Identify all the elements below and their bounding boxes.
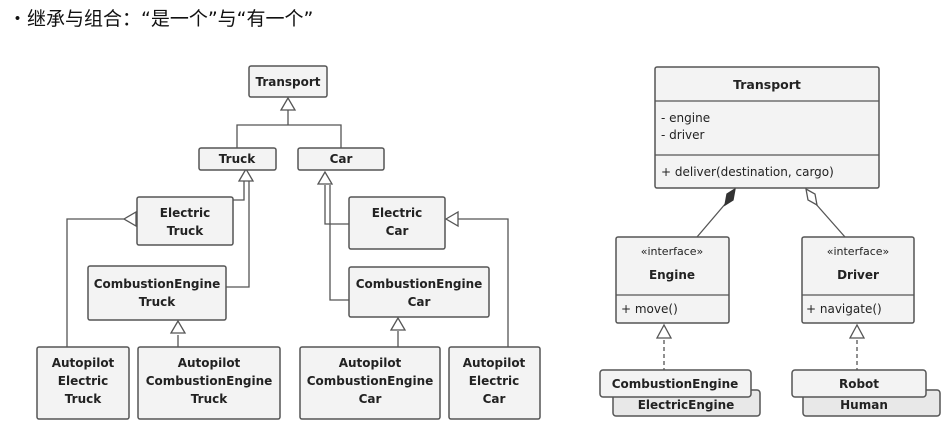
svg-text:Truck: Truck (191, 392, 228, 406)
interface-engine: «interface» Engine + move() (615, 236, 730, 324)
svg-text:+ move(): + move() (621, 302, 678, 316)
class-combustion-car: CombustionEngine Car (348, 266, 490, 318)
svg-text:CombustionEngine: CombustionEngine (356, 277, 483, 291)
svg-text:ElectricEngine: ElectricEngine (638, 398, 735, 412)
inheritance-diagram: Transport Truck Car Electric Truck Combu… (36, 65, 541, 420)
svg-text:- engine: - engine (661, 111, 710, 125)
svg-text:Truck: Truck (65, 392, 102, 406)
svg-text:Driver: Driver (837, 268, 879, 282)
class-combustion-truck: CombustionEngine Truck (87, 265, 227, 321)
generalization-arrowheads (122, 96, 459, 334)
class-autopilot-combustion-truck: Autopilot CombustionEngine Truck (137, 346, 281, 420)
svg-text:«interface»: «interface» (641, 245, 704, 258)
class-electric-truck: Electric Truck (136, 196, 234, 246)
class-autopilot-electric-car: Autopilot Electric Car (448, 346, 541, 420)
composition-diagram: Transport - engine - driver + deliver(de… (599, 66, 941, 417)
class-robot: Robot (791, 369, 927, 398)
svg-text:Human: Human (840, 398, 888, 412)
svg-text:Truck: Truck (167, 224, 204, 238)
svg-text:CombustionEngine: CombustionEngine (307, 374, 434, 388)
svg-text:Car: Car (483, 392, 506, 406)
svg-text:Electric: Electric (58, 374, 108, 388)
svg-text:Car: Car (359, 392, 382, 406)
svg-text:CombustionEngine: CombustionEngine (94, 277, 221, 291)
svg-text:Autopilot: Autopilot (339, 356, 402, 370)
interface-driver: «interface» Driver + navigate() (801, 236, 915, 324)
svg-text:Electric: Electric (469, 374, 519, 388)
svg-text:CombustionEngine: CombustionEngine (146, 374, 273, 388)
svg-text:CombustionEngine: CombustionEngine (612, 377, 739, 391)
svg-text:Truck: Truck (139, 295, 176, 309)
svg-text:Electric: Electric (160, 206, 210, 220)
svg-text:Car: Car (408, 295, 431, 309)
composition-diamond-filled (724, 187, 736, 207)
section-heading: ・继承与组合：“是一个”与“有一个” (8, 8, 314, 30)
composition-edges (663, 202, 858, 372)
svg-text:Truck: Truck (219, 152, 256, 166)
class-car: Car (297, 147, 385, 171)
class-autopilot-combustion-car: Autopilot CombustionEngine Car (299, 346, 441, 420)
svg-text:- driver: - driver (661, 128, 705, 142)
svg-text:Transport: Transport (255, 75, 320, 89)
svg-text:Robot: Robot (839, 377, 879, 391)
inheritance-edges (66, 109, 509, 347)
class-electric-car: Electric Car (348, 196, 446, 250)
svg-text:Autopilot: Autopilot (52, 356, 115, 370)
svg-text:Engine: Engine (649, 268, 695, 282)
svg-text:+ navigate(): + navigate() (806, 302, 882, 316)
aggregation-diamond-open (805, 187, 818, 207)
class-transport-composed: Transport - engine - driver + deliver(de… (654, 66, 880, 189)
composition-arrowheads (655, 187, 866, 339)
svg-text:+ deliver(destination, cargo): + deliver(destination, cargo) (661, 165, 834, 179)
svg-text:Autopilot: Autopilot (463, 356, 526, 370)
svg-text:Car: Car (330, 152, 353, 166)
svg-text:Transport: Transport (733, 77, 801, 92)
class-transport: Transport (248, 65, 328, 98)
class-autopilot-electric-truck: Autopilot Electric Truck (36, 346, 130, 420)
class-combustion-engine: CombustionEngine (599, 369, 752, 398)
svg-text:Car: Car (386, 224, 409, 238)
svg-text:Electric: Electric (372, 206, 422, 220)
class-truck: Truck (198, 147, 277, 171)
svg-text:Autopilot: Autopilot (178, 356, 241, 370)
svg-text:«interface»: «interface» (827, 245, 890, 258)
